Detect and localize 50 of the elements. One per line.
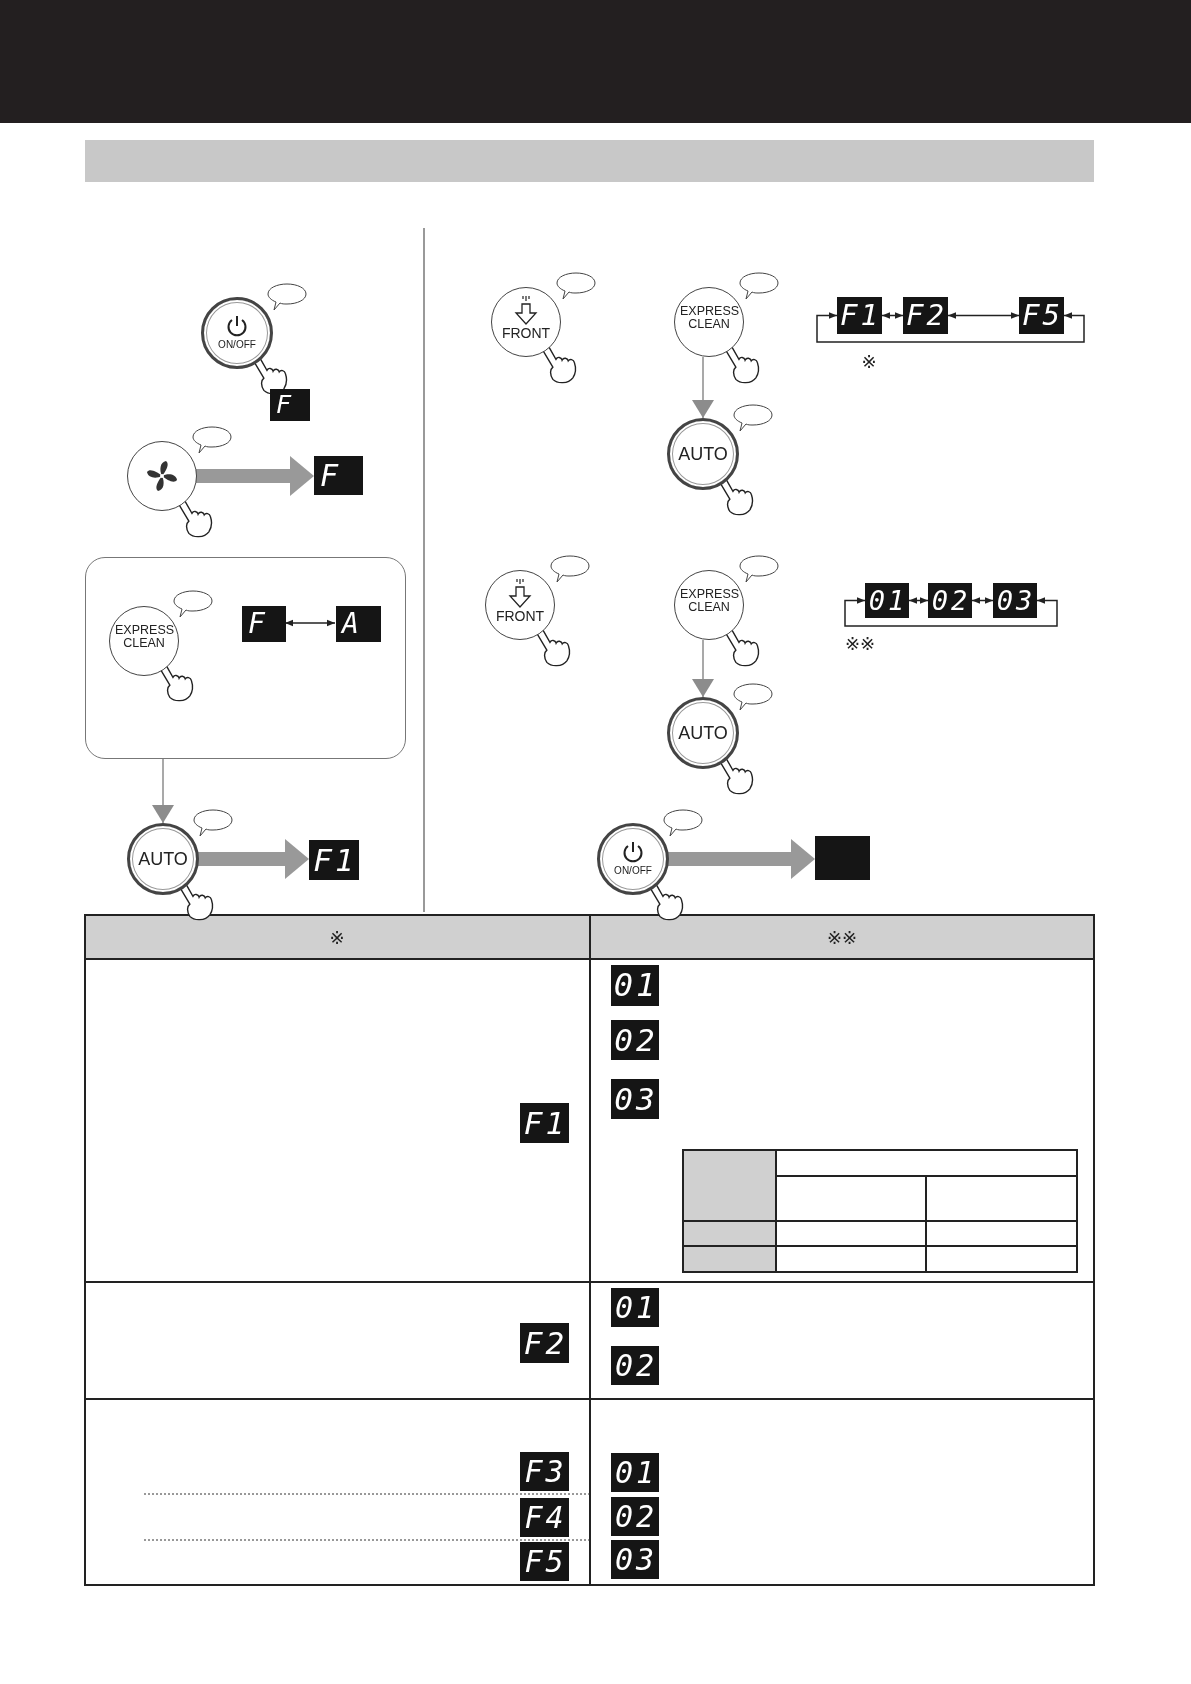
segment-display: 03 [611, 1079, 659, 1119]
step-triangle [692, 639, 714, 698]
power-button: ON/OFF [201, 297, 273, 369]
segment-display: 01 [611, 1288, 659, 1327]
front-button: FRONT [491, 287, 561, 357]
segment-display: F5 [1019, 297, 1064, 334]
auto-button: AUTO [667, 697, 739, 769]
reference-mark: ※※ [826, 926, 858, 948]
segment-display: A [336, 606, 381, 642]
double-arrow [947, 312, 1020, 319]
blank-display [815, 836, 870, 880]
segment-display: F [314, 456, 363, 495]
segment-display: 02 [928, 583, 972, 618]
segment-display: F3 [520, 1452, 569, 1491]
express-clean-button: EXPRESS CLEAN [109, 606, 179, 676]
double-arrow [908, 597, 929, 604]
segment-display: F2 [903, 297, 948, 334]
segment-display: F4 [520, 1498, 569, 1537]
double-arrow [971, 597, 994, 604]
front-button: FRONT [485, 570, 555, 640]
double-arrow [844, 597, 1058, 627]
segment-display: F1 [520, 1103, 569, 1143]
segment-display: 02 [611, 1497, 659, 1536]
segment-display: 03 [611, 1540, 659, 1579]
section-heading-bar [85, 140, 1094, 182]
double-arrow [816, 312, 1085, 343]
double-arrow [881, 312, 904, 319]
segment-display: 02 [611, 1020, 659, 1060]
segment-display: F1 [837, 297, 882, 334]
segment-display: F1 [309, 840, 359, 880]
segment-display: 01 [611, 1453, 659, 1492]
reference-mark: ※※ [844, 632, 876, 654]
segment-display: 02 [611, 1346, 659, 1385]
segment-display: 01 [611, 965, 659, 1006]
reference-mark: ※ [329, 926, 345, 948]
step-triangle [692, 356, 714, 419]
reference-mark: ※ [861, 350, 877, 372]
segment-display: F [270, 389, 310, 421]
express-clean-button: EXPRESS CLEAN [674, 287, 744, 357]
power-button: ON/OFF [597, 823, 669, 895]
segment-display: F5 [520, 1542, 569, 1581]
auto-button: AUTO [127, 823, 199, 895]
segment-display: F [242, 606, 286, 642]
fan-button [127, 441, 197, 511]
segment-display: 01 [865, 583, 909, 618]
segment-display: F2 [520, 1323, 569, 1363]
step-triangle [152, 758, 174, 824]
express-clean-button: EXPRESS CLEAN [674, 570, 744, 640]
segment-display: 03 [993, 583, 1037, 618]
auto-button: AUTO [667, 418, 739, 490]
